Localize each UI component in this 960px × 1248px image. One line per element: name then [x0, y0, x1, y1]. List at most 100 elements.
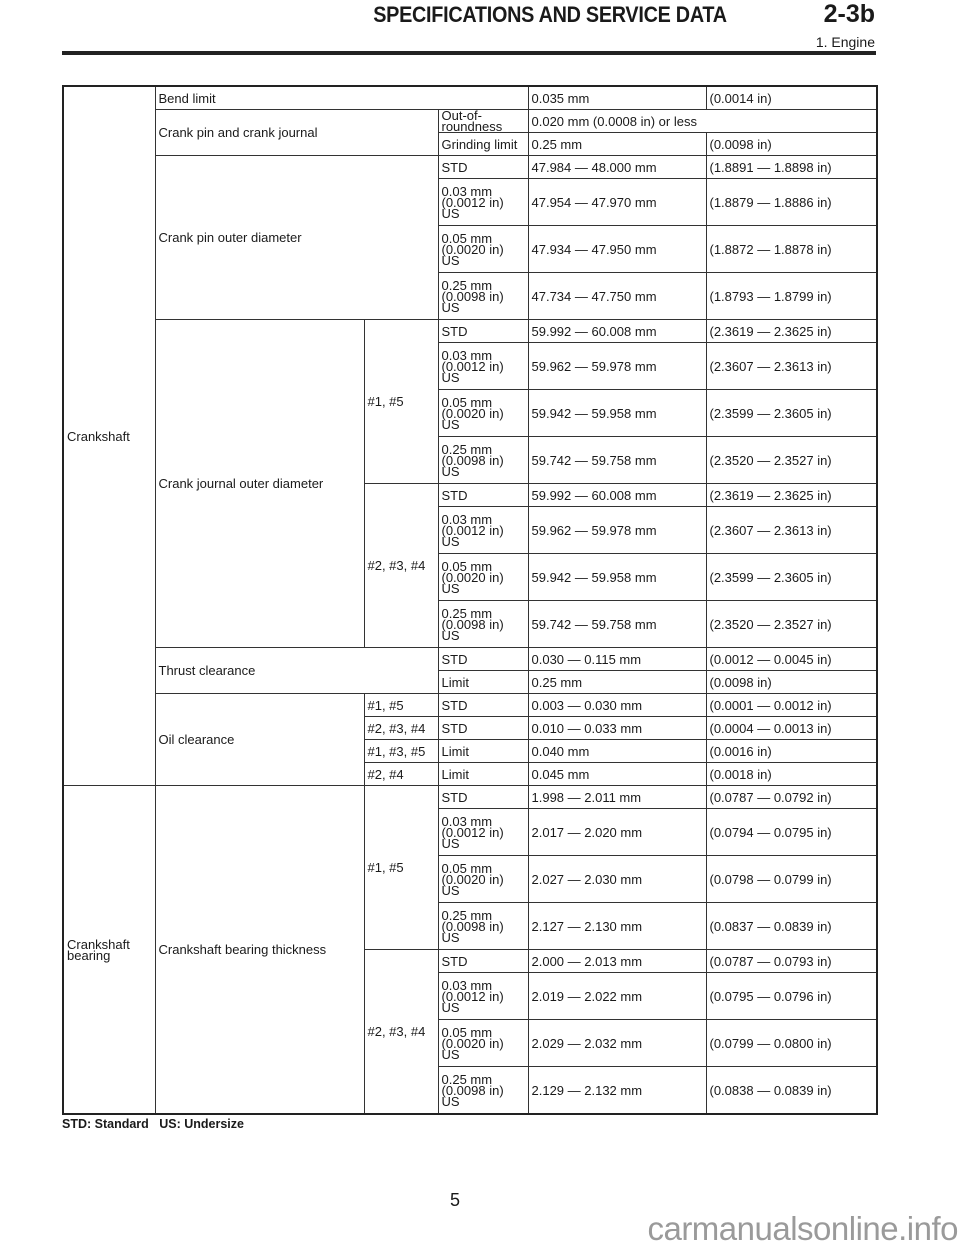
table-cell: (1.8879 — 1.8886 in) [705, 178, 878, 226]
table-cell: 0.010 — 0.033 mm [527, 716, 707, 740]
table-cell: (2.3607 — 2.3613 in) [705, 342, 878, 390]
table-cell: 47.734 — 47.750 mm [527, 272, 707, 320]
table-cell: 47.984 — 48.000 mm [527, 155, 707, 179]
table-cell: 47.954 — 47.970 mm [527, 178, 707, 226]
table-cell: (0.0787 — 0.0793 in) [705, 949, 878, 973]
table-cell: Crank journal outer diameter [154, 319, 365, 648]
table-cell: STD [437, 319, 529, 343]
table-cell: (0.0098 in) [705, 132, 878, 156]
table-cell: Crankshaft bearing thickness [154, 785, 365, 1115]
table-cell: 59.992 — 60.008 mm [527, 319, 707, 343]
table-cell: Oil clearance [154, 693, 365, 786]
table-cell: (2.3599 — 2.3605 in) [705, 553, 878, 601]
table-cell: #2, #3, #4 [363, 949, 439, 1115]
table-cell: (1.8793 — 1.8799 in) [705, 272, 878, 320]
table-cell: 0.05 mm (0.0020 in) US [437, 1019, 529, 1067]
table-cell: 2.017 — 2.020 mm [527, 808, 707, 856]
table-cell: 59.942 — 59.958 mm [527, 553, 707, 601]
table-cell: Thrust clearance [154, 647, 439, 694]
table-cell: 0.040 mm [527, 739, 707, 763]
table-cell: 2.029 — 2.032 mm [527, 1019, 707, 1067]
table-cell: (1.8872 — 1.8878 in) [705, 225, 878, 273]
table-cell: 59.742 — 59.758 mm [527, 436, 707, 484]
table-cell: 59.942 — 59.958 mm [527, 389, 707, 437]
table-cell: (0.0014 in) [705, 85, 878, 110]
table-cell: (0.0799 — 0.0800 in) [705, 1019, 878, 1067]
table-cell: Bend limit [154, 85, 529, 110]
subsection-title: 1. Engine [815, 34, 875, 50]
table-cell: #1, #5 [363, 785, 439, 950]
table-cell: 0.045 mm [527, 762, 707, 786]
table-cell: Crankshaft [62, 85, 156, 786]
table-cell: (0.0798 — 0.0799 in) [705, 855, 878, 903]
page-title: SPECIFICATIONS AND SERVICE DATA [373, 2, 727, 27]
table-cell: Crankshaft bearing [62, 785, 156, 1115]
table-cell: #2, #4 [363, 762, 439, 786]
table-cell: 2.129 — 2.132 mm [527, 1066, 707, 1115]
section-code: 2-3b [823, 0, 875, 28]
table-cell: (0.0004 — 0.0013 in) [705, 716, 878, 740]
table-cell: #1, #3, #5 [363, 739, 439, 763]
table-cell: (0.0794 — 0.0795 in) [705, 808, 878, 856]
table-cell: (2.3607 — 2.3613 in) [705, 506, 878, 554]
table-cell: (2.3520 — 2.3527 in) [705, 436, 878, 484]
table-cell: STD [437, 693, 529, 717]
table-cell: 2.000 — 2.013 mm [527, 949, 707, 973]
table-cell: 0.25 mm [527, 670, 707, 694]
table-cell: 0.003 — 0.030 mm [527, 693, 707, 717]
table-cell: 0.03 mm (0.0012 in) US [437, 972, 529, 1020]
table-cell: (0.0837 — 0.0839 in) [705, 902, 878, 950]
table-cell: (0.0012 — 0.0045 in) [705, 647, 878, 671]
table-cell: Limit [437, 670, 529, 694]
table-cell: 0.05 mm (0.0020 in) US [437, 855, 529, 903]
table-cell: #2, #3, #4 [363, 483, 439, 648]
table-cell: (0.0838 — 0.0839 in) [705, 1066, 878, 1115]
table-cell: 2.027 — 2.030 mm [527, 855, 707, 903]
table-cell: #1, #5 [363, 693, 439, 717]
table-cell: 0.05 mm (0.0020 in) US [437, 225, 529, 273]
table-cell: STD [437, 785, 529, 809]
table-cell: 0.05 mm (0.0020 in) US [437, 389, 529, 437]
table-cell: 0.25 mm (0.0098 in) US [437, 902, 529, 950]
table-cell: 0.25 mm (0.0098 in) US [437, 1066, 529, 1115]
table-cell: Grinding limit [437, 132, 529, 156]
table-cell: 59.742 — 59.758 mm [527, 600, 707, 648]
table-cell: STD [437, 483, 529, 507]
table-cell: 0.05 mm (0.0020 in) US [437, 553, 529, 601]
table-cell: 0.03 mm (0.0012 in) US [437, 506, 529, 554]
table-cell: (1.8891 — 1.8898 in) [705, 155, 878, 179]
table-cell: (2.3619 — 2.3625 in) [705, 483, 878, 507]
table-cell: 0.03 mm (0.0012 in) US [437, 178, 529, 226]
header-rule [62, 51, 876, 55]
table-cell: Limit [437, 762, 529, 786]
watermark: carmanualsonline.info [647, 1210, 958, 1247]
table-cell: 0.25 mm (0.0098 in) US [437, 272, 529, 320]
table-cell: (0.0787 — 0.0792 in) [705, 785, 878, 809]
table-cell: (0.0016 in) [705, 739, 878, 763]
table-cell: 0.25 mm (0.0098 in) US [437, 600, 529, 648]
table-cell: 0.03 mm (0.0012 in) US [437, 808, 529, 856]
table-cell: 47.934 — 47.950 mm [527, 225, 707, 273]
